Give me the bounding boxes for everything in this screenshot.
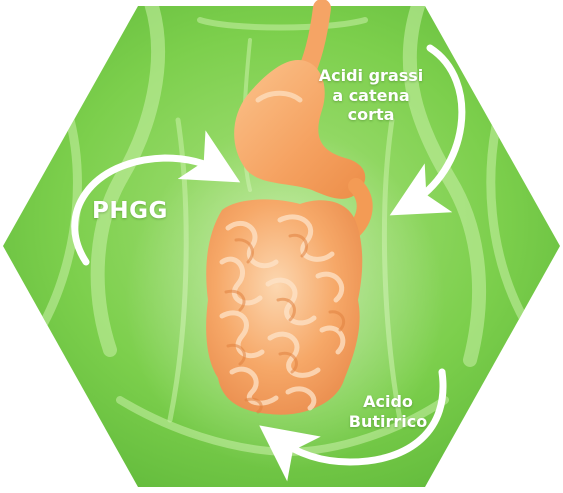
label-phgg: PHGG (92, 197, 182, 225)
label-butyric-line-2: Butirrico (336, 412, 440, 432)
label-scfa-line-2: a catena (312, 86, 430, 106)
label-butyric-acid: Acido Butirrico (336, 392, 440, 431)
label-scfa-line-1: Acidi grassi (312, 66, 430, 86)
label-butyric-line-1: Acido (336, 392, 440, 412)
label-short-chain-fatty-acids: Acidi grassi a catena corta (312, 66, 430, 125)
label-scfa-line-3: corta (312, 105, 430, 125)
intestines (206, 199, 362, 414)
